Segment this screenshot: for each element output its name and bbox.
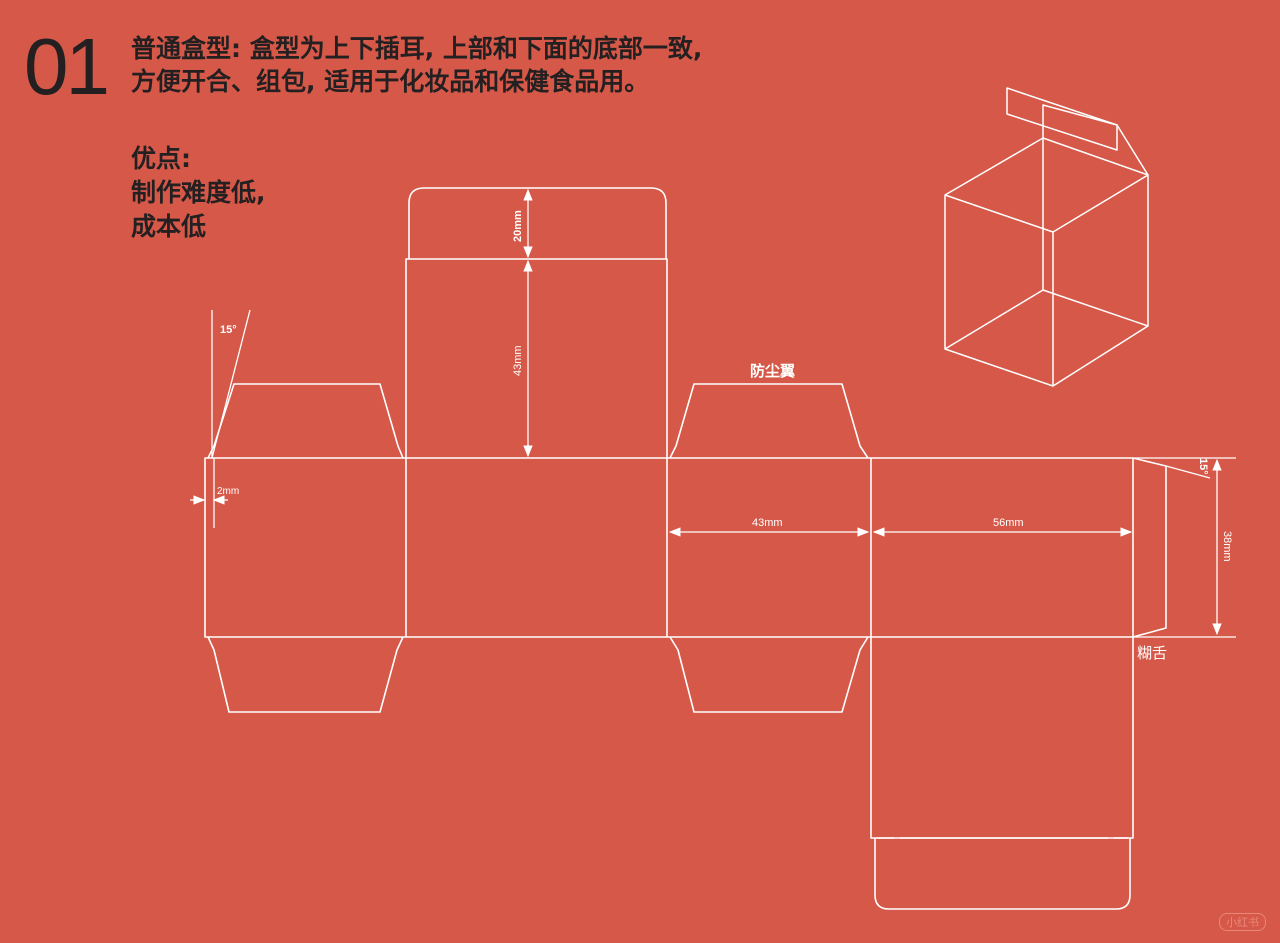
box-front-face bbox=[944, 194, 1054, 387]
section-number: 01 bbox=[24, 22, 110, 111]
top-tuck-flap bbox=[408, 187, 667, 259]
panel-width-b-label: 56mm bbox=[993, 517, 1024, 529]
dust-flap-top-left bbox=[207, 383, 404, 459]
box-lid-tuck bbox=[1006, 87, 1118, 151]
watermark: 小红书 bbox=[1219, 913, 1266, 931]
box-open-lid bbox=[1042, 104, 1149, 176]
dust-flap-bottom-right bbox=[669, 636, 869, 713]
thickness-label: 2mm bbox=[217, 486, 239, 497]
box-3d-preview bbox=[944, 87, 1149, 387]
advantage-item: 成本低 bbox=[131, 212, 207, 241]
dimension-labels: 15° 2mm 20mm 43mm 防尘翼 43mm 56mm 38mm 15°… bbox=[217, 210, 1233, 662]
advantages-title: 优点: bbox=[131, 144, 191, 173]
advantage-item: 制作难度低, bbox=[131, 178, 266, 207]
angle-label-right: 15° bbox=[1197, 458, 1209, 475]
angle-guide-right bbox=[1165, 465, 1211, 479]
tuck-height-label: 20mm bbox=[512, 210, 524, 242]
glue-tab-label: 糊舌 bbox=[1137, 644, 1167, 662]
box-hidden-edge bbox=[944, 289, 1044, 350]
advantages: 优点: 制作难度低, 成本低 bbox=[131, 142, 266, 244]
dust-flap-label: 防尘翼 bbox=[750, 362, 795, 380]
description-line-1: 普通盒型: 盒型为上下插耳, 上部和下面的底部一致, bbox=[131, 34, 703, 63]
bottom-tuck-flap bbox=[874, 838, 1131, 910]
box-description: 普通盒型: 盒型为上下插耳, 上部和下面的底部一致, 方便开合、组包, 适用于化… bbox=[131, 32, 702, 98]
box-right-face bbox=[1052, 174, 1149, 387]
panel-height-label: 43mm bbox=[512, 345, 524, 376]
body-panels bbox=[204, 457, 1134, 638]
glue-tab bbox=[1132, 457, 1167, 638]
box-hidden-edge bbox=[1042, 289, 1149, 327]
glue-height-label: 38mm bbox=[1221, 531, 1233, 562]
angle-label-left: 15° bbox=[220, 324, 237, 336]
panel-width-a-label: 43mm bbox=[752, 517, 783, 529]
angle-guide-left-slant bbox=[211, 309, 251, 459]
description-line-2: 方便开合、组包, 适用于化妆品和保健食品用。 bbox=[131, 67, 650, 96]
top-panel bbox=[405, 258, 668, 458]
dimension-lines bbox=[190, 188, 1236, 638]
dust-flap-top-right bbox=[669, 383, 869, 459]
dieline-outline bbox=[204, 187, 1167, 910]
dust-flap-bottom-left bbox=[207, 636, 404, 713]
bottom-panel bbox=[870, 637, 1134, 839]
